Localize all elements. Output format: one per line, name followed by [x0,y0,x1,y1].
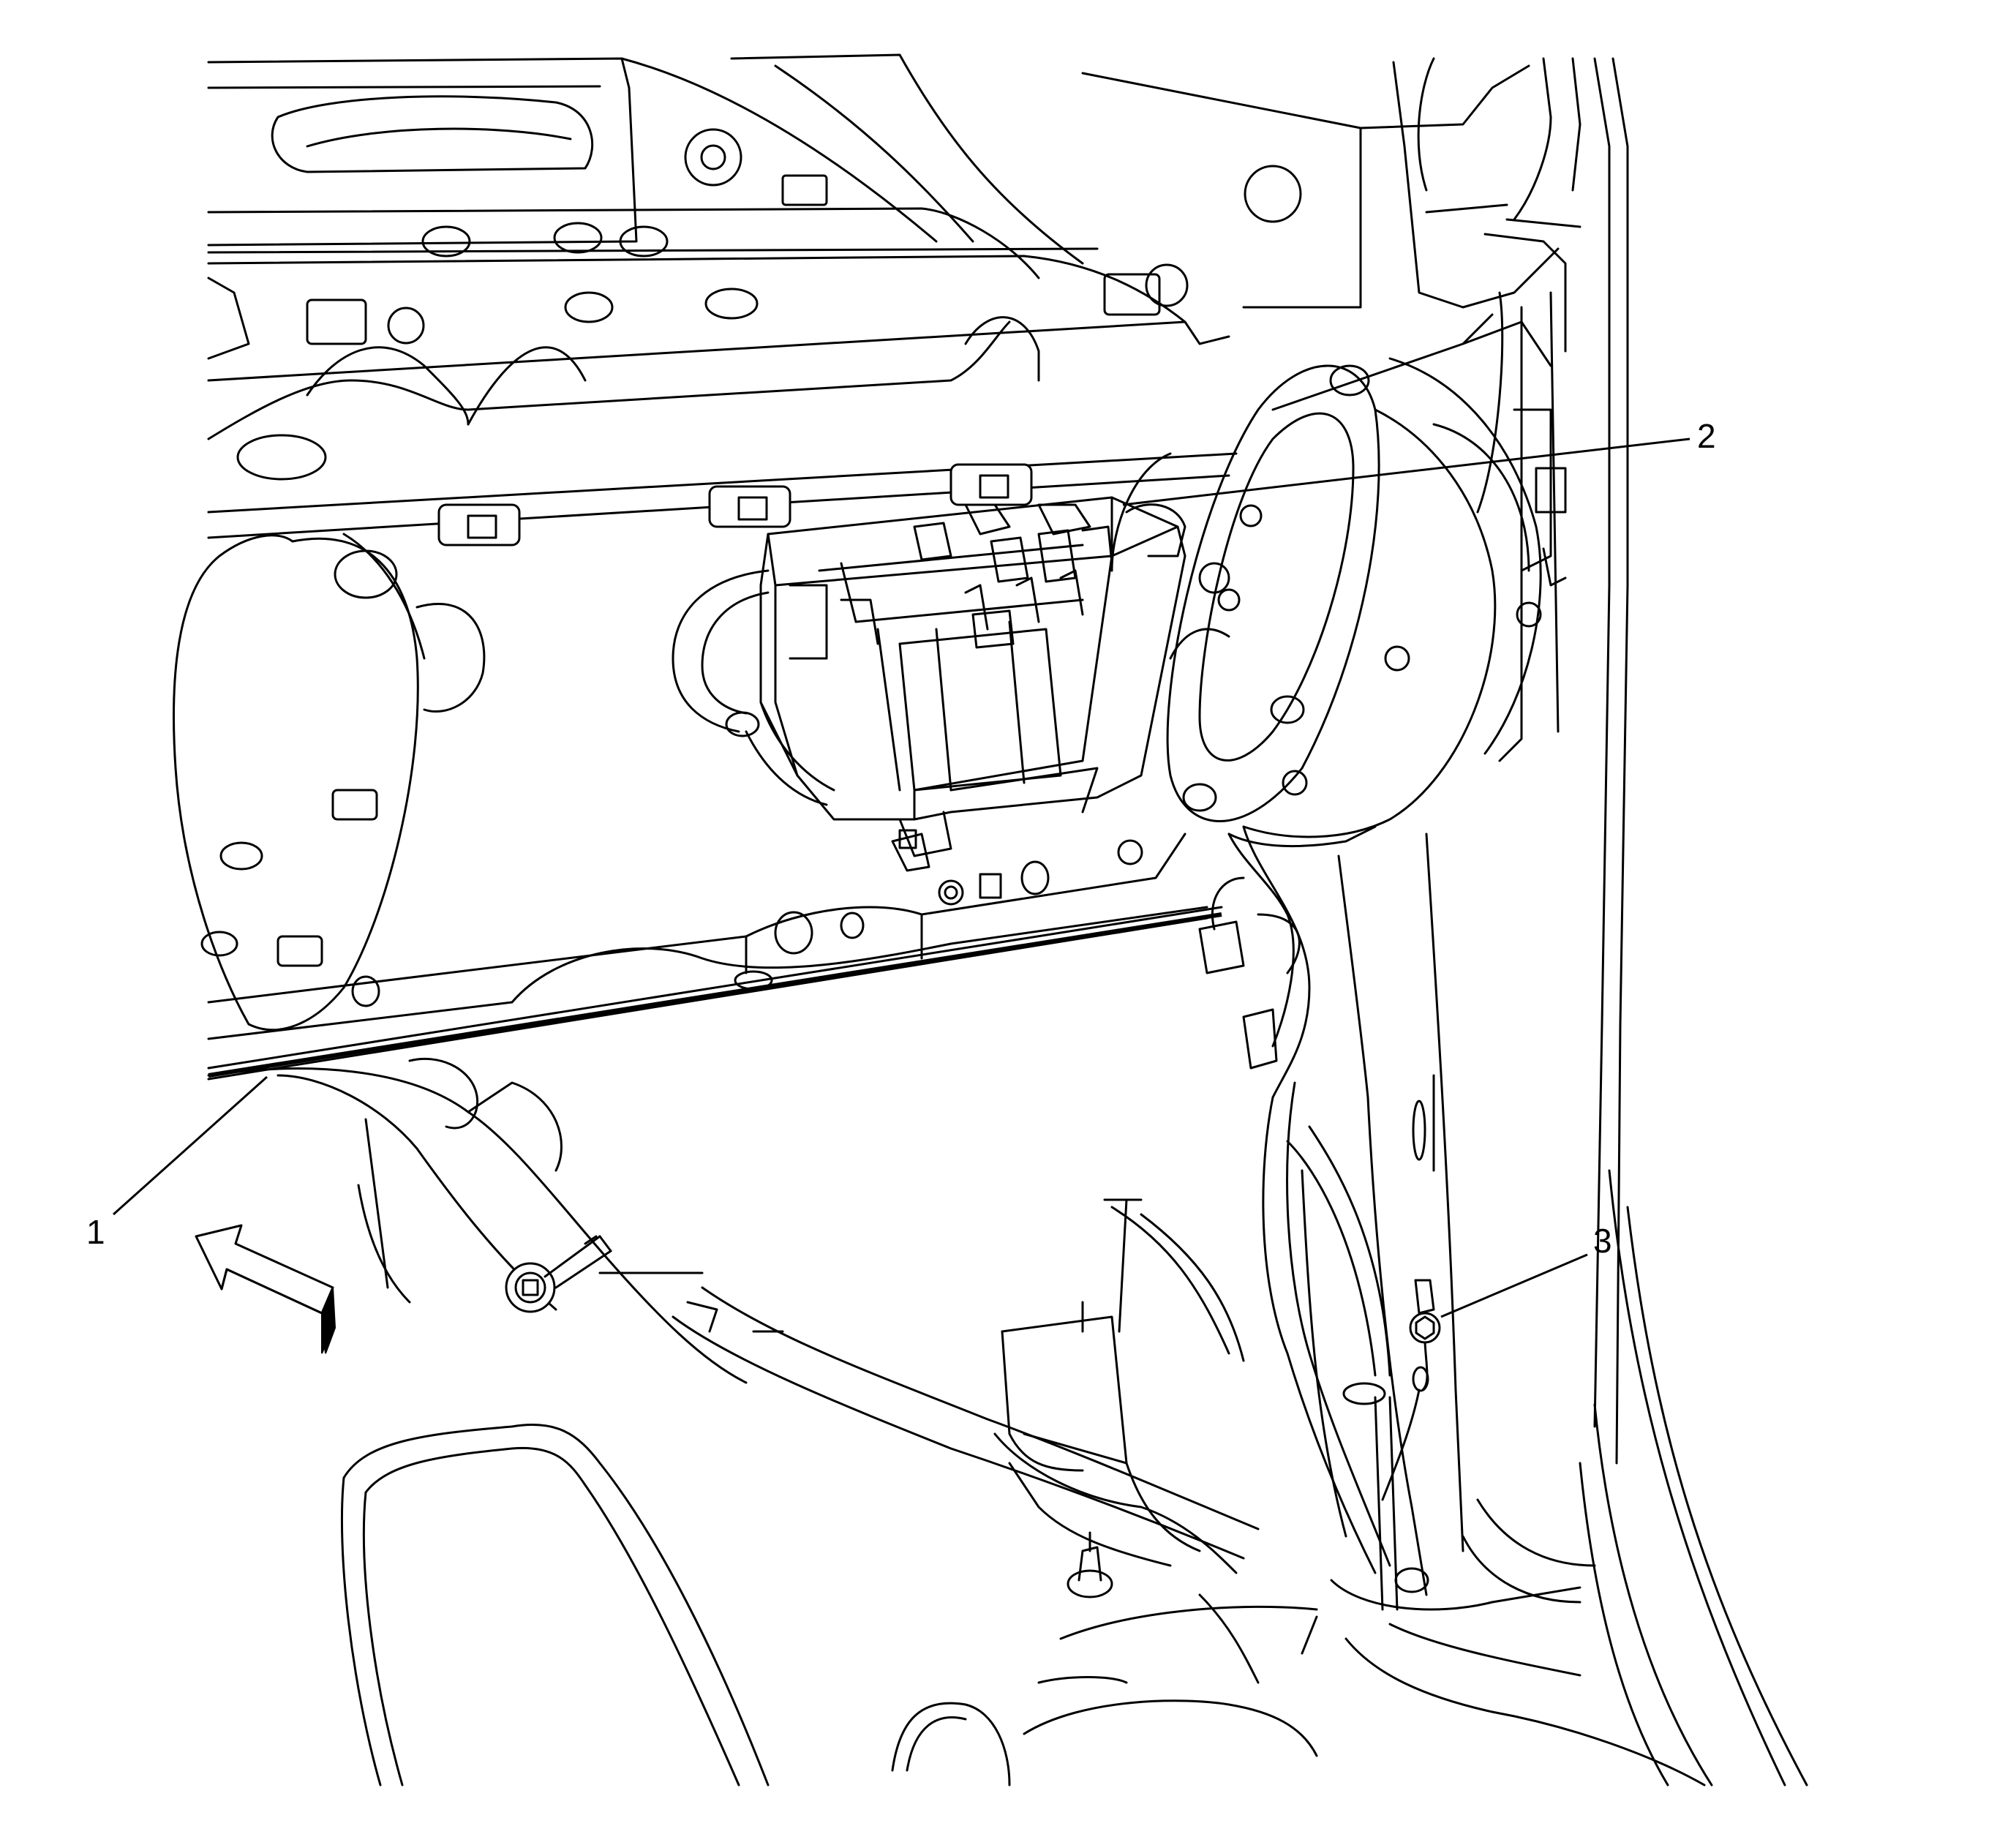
left-air-duct [173,533,486,1032]
callout-1-label: 1 [86,1213,105,1251]
kick-panel-area [1198,825,1596,1611]
lower-cross-bar [207,833,1223,1081]
right-air-duct [1110,313,1552,848]
a-pillar-body [1359,57,1808,1786]
instrument-panel-carrier [207,316,1238,546]
forward-direction-arrow-icon [195,1224,336,1354]
callout-2: 2 [1122,417,1716,506]
callout-3-label: 3 [1593,1222,1612,1260]
upper-dash-structure [207,53,1362,360]
ground-bolt-assembly [1381,1279,1441,1501]
callout-1: 1 [86,1075,268,1251]
callout-2-label: 2 [1697,417,1716,455]
callout-3: 3 [1440,1222,1612,1318]
junction-block-module [672,496,1186,857]
floor-and-tunnel [207,1057,1706,1786]
